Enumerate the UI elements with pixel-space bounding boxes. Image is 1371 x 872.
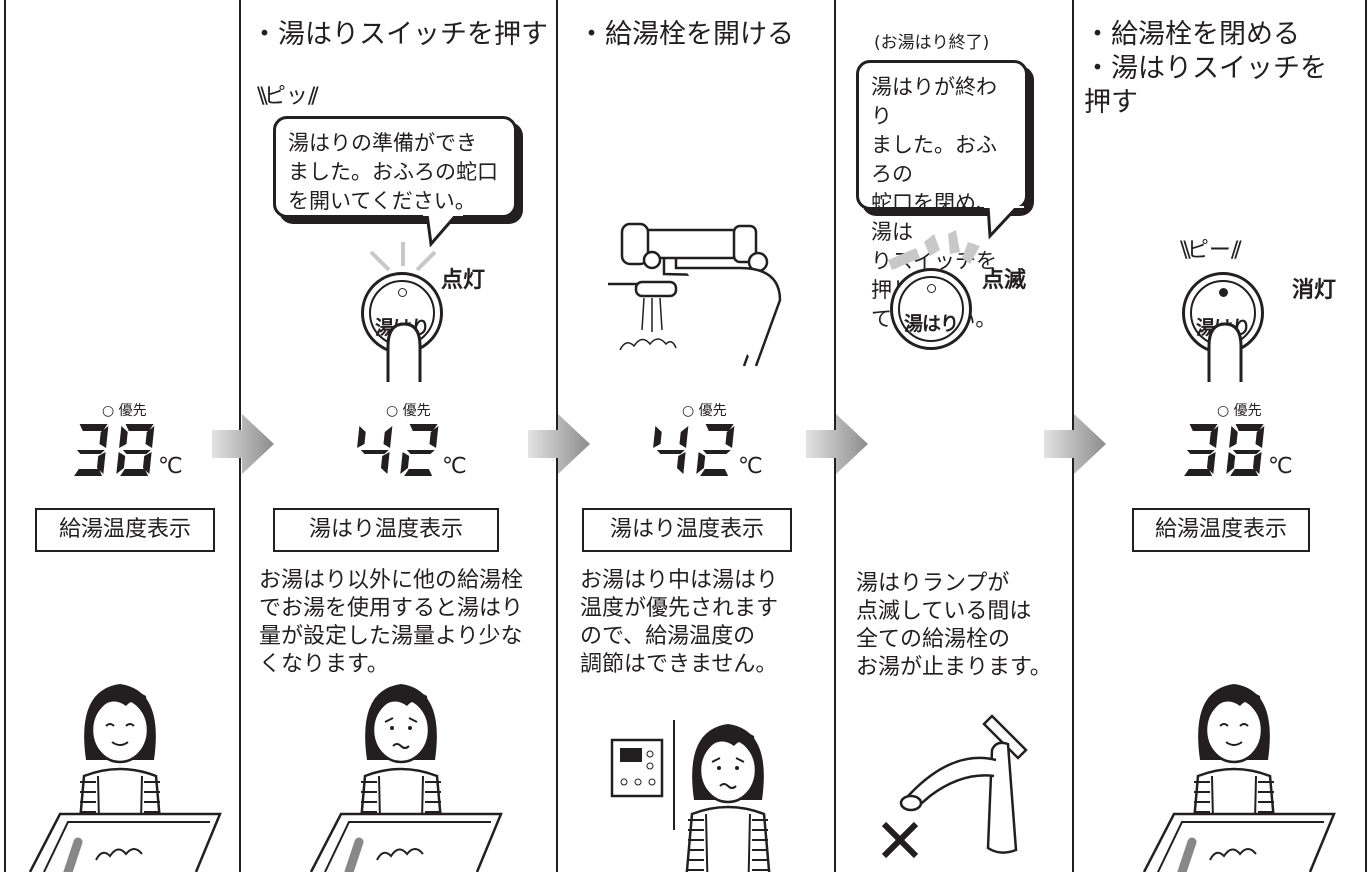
bath-fill-lamp <box>927 284 936 293</box>
next-step-arrow-icon <box>806 414 868 474</box>
digit-2 <box>696 424 735 476</box>
woman-worried-icon <box>685 724 771 872</box>
frame-right <box>1365 0 1367 872</box>
temperature-digits <box>74 424 155 476</box>
bath-fill-switch[interactable]: 湯はり <box>890 268 972 350</box>
next-step-arrow-icon <box>212 414 274 474</box>
priority-indicator: ○ 優先 <box>102 403 147 419</box>
kitchen-faucet-icon <box>899 714 1028 854</box>
step-3-open-faucet: ・給湯栓を開ける ○ 優先 ℃ 湯はり温度表示 お湯はり中は湯はり 温度が優先 <box>558 0 834 872</box>
lamp-state-label: 点灯 <box>441 268 486 293</box>
lamp-state-label: 点滅 <box>982 268 1027 293</box>
step-4-fill-complete: (お湯はり終了) 湯はりが終わり ました。おふろの 蛇口を閉め、湯は りスイッチ… <box>836 0 1072 872</box>
display-mode-label: 給湯温度表示 <box>35 508 215 552</box>
pressing-finger-icon <box>1207 322 1243 382</box>
priority-indicator: ○ 優先 <box>682 403 727 419</box>
caution-note: 湯はりランプが 点滅している間は 全ての給湯栓の お湯が止まります。 <box>856 571 1052 680</box>
woman-smiling-icon <box>28 684 222 872</box>
prohibited-x-icon <box>881 821 919 859</box>
pressing-finger-icon <box>386 322 422 382</box>
next-step-arrow-icon <box>528 414 590 474</box>
digit-3 <box>1184 424 1219 476</box>
beep-sound: \\ピー// <box>1180 238 1242 263</box>
voice-guide-bubble: 湯はりの準備ができ ました。おふろの蛇口 を開いてください。 <box>273 116 517 218</box>
bath-faucet-icon <box>608 222 782 367</box>
step-1-initial: ○ 優先 ℃ 給湯温度表示 <box>6 0 239 872</box>
digit-8 <box>1226 424 1265 476</box>
bath-fill-lamp <box>398 288 407 297</box>
beep-sound: \\ピッ// <box>257 84 319 109</box>
step-2-press-switch: ・湯はりスイッチを押す \\ピッ// 湯はりの準備ができ ました。おふろの蛇口 … <box>241 0 556 872</box>
speech-bubble-icon <box>984 206 1024 240</box>
woman-worried-icon <box>309 684 503 872</box>
step-5-finish: ・給湯栓を閉める ・湯はりスイッチを 押す \\ピー// 湯はり 消灯 ○ 優先… <box>1074 0 1365 872</box>
woman-smiling-icon <box>1142 684 1336 872</box>
temperature-digits <box>357 424 439 476</box>
lamp-blinking-rays-icon <box>888 230 980 270</box>
lamp-on-rays-icon <box>369 242 437 272</box>
temperature-digits <box>1184 424 1265 476</box>
priority-indicator: ○ 優先 <box>1217 403 1262 419</box>
voice-guide-bubble: 湯はりが終わり ました。おふろの 蛇口を閉め、湯は りスイッチを押し てください… <box>856 60 1028 331</box>
priority-indicator: ○ 優先 <box>386 403 431 419</box>
display-mode-label: 湯はり温度表示 <box>582 508 792 552</box>
digit-4 <box>357 426 393 474</box>
bath-fill-lamp <box>1219 288 1228 297</box>
digit-3 <box>74 424 109 476</box>
step-heading: ・湯はりスイッチを押す <box>251 19 548 50</box>
next-step-arrow-icon <box>1044 414 1106 474</box>
step-heading: ・給湯栓を開ける <box>578 19 794 50</box>
temperature-unit: ℃ <box>1268 454 1293 479</box>
digit-4 <box>653 426 689 474</box>
step-heading: ・給湯栓を閉める ・湯はりスイッチを 押す <box>1084 19 1327 118</box>
temperature-unit: ℃ <box>738 454 763 479</box>
caution-note: お湯はり以外に他の給湯栓 でお湯を使用すると湯はり 量が設定した湯量より少な く… <box>259 568 524 677</box>
lamp-state-label: 消灯 <box>1292 278 1337 303</box>
speech-bubble-icon <box>423 214 463 248</box>
display-mode-label: 給湯温度表示 <box>1132 508 1310 552</box>
remote-controller-icon <box>610 720 675 830</box>
display-mode-label: 湯はり温度表示 <box>273 508 499 552</box>
digit-8 <box>116 424 155 476</box>
temperature-unit: ℃ <box>158 454 183 479</box>
caution-note: お湯はり中は湯はり 温度が優先されます ので、給湯温度の 調節はできません。 <box>580 568 779 677</box>
temperature-unit: ℃ <box>442 454 467 479</box>
digit-2 <box>400 424 439 476</box>
frame-left <box>4 0 6 872</box>
step-heading: (お湯はり終了) <box>874 33 990 53</box>
temperature-digits <box>653 424 735 476</box>
